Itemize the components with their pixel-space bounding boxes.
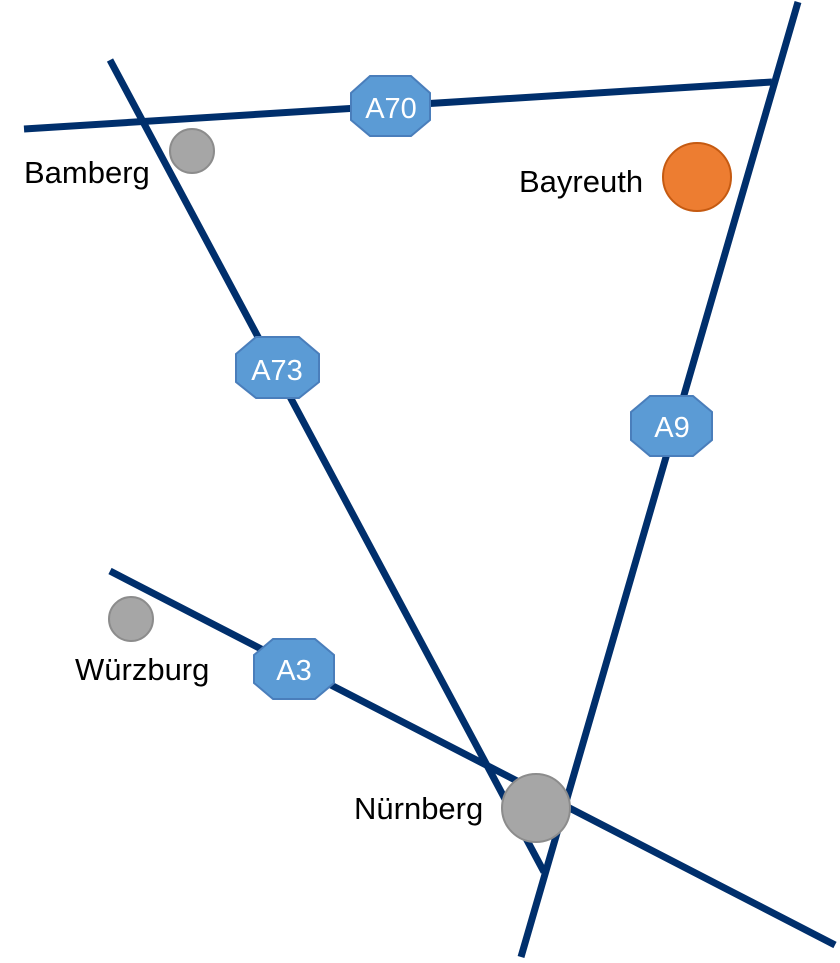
road-a73-line bbox=[106, 58, 548, 874]
shield-a3: A3 bbox=[253, 638, 335, 700]
shield-a3-label: A3 bbox=[276, 655, 311, 687]
shield-a9-hexagon bbox=[630, 395, 713, 457]
city-label-wurzburg: Würzburg bbox=[75, 652, 209, 687]
city-marker-bamberg bbox=[169, 128, 215, 174]
city-marker-nurnberg bbox=[501, 773, 571, 843]
shield-a70: A70 bbox=[350, 75, 431, 137]
city-marker-wurzburg bbox=[108, 596, 154, 642]
shield-a70-hexagon bbox=[350, 75, 431, 137]
cities: Bamberg Bayreuth Würzburg Nürnberg bbox=[24, 128, 732, 843]
road-a3-line bbox=[108, 567, 837, 949]
shields: A70 A73 A9 A3 bbox=[235, 75, 713, 700]
city-label-bayreuth: Bayreuth bbox=[519, 164, 643, 199]
city-marker-bayreuth bbox=[662, 142, 732, 212]
shield-a73-label: A73 bbox=[251, 355, 303, 387]
shield-a9-label: A9 bbox=[654, 412, 689, 444]
shield-a70-label: A70 bbox=[365, 93, 417, 125]
city-label-bamberg: Bamberg bbox=[24, 155, 150, 190]
shield-a73: A73 bbox=[235, 336, 320, 399]
city-label-nurnberg: Nürnberg bbox=[354, 791, 483, 826]
shield-a3-hexagon bbox=[253, 638, 335, 700]
shield-a9: A9 bbox=[630, 395, 713, 457]
shield-a73-hexagon bbox=[235, 336, 320, 399]
